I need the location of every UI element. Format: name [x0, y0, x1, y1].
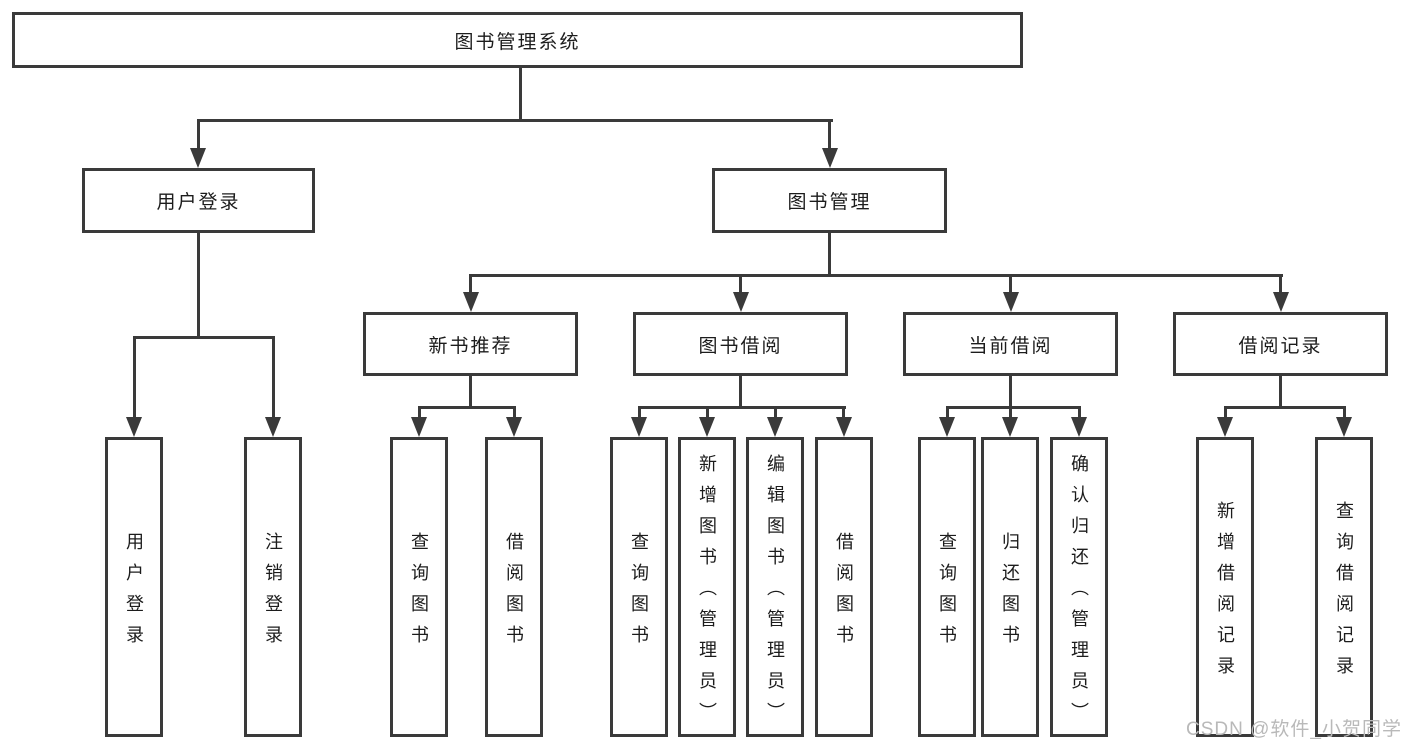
- arrow-down-icon: [463, 292, 479, 312]
- connector-line: [133, 336, 275, 339]
- connector-line: [469, 376, 472, 409]
- connector-line: [272, 336, 275, 419]
- connector-line: [774, 406, 777, 420]
- arrow-down-icon: [1217, 417, 1233, 437]
- connector-line: [828, 233, 831, 277]
- connector-line: [739, 376, 742, 409]
- arrow-down-icon: [1273, 292, 1289, 312]
- arrow-down-icon: [506, 417, 522, 437]
- arrow-down-icon: [699, 417, 715, 437]
- connector-line: [1279, 376, 1282, 409]
- arrow-down-icon: [1071, 417, 1087, 437]
- connector-line: [1009, 376, 1012, 409]
- node-new-book-recommend: 新书推荐: [363, 312, 578, 376]
- node-leaf-add-book-admin: 新增图书（管理员）: [678, 437, 736, 737]
- connector-line: [946, 406, 949, 420]
- node-book-mgmt: 图书管理: [712, 168, 947, 233]
- connector-line: [706, 406, 709, 420]
- node-leaf-confirm-return-admin: 确认归还（管理员）: [1050, 437, 1108, 737]
- connector-line: [1009, 406, 1012, 420]
- connector-line: [418, 406, 421, 420]
- node-leaf-query-books-3: 查询图书: [918, 437, 976, 737]
- arrow-down-icon: [1003, 292, 1019, 312]
- arrow-down-icon: [411, 417, 427, 437]
- node-leaf-return-book: 归还图书: [981, 437, 1039, 737]
- node-leaf-query-borrow-record: 查询借阅记录: [1315, 437, 1373, 737]
- connector-line: [739, 274, 742, 296]
- connector-line: [1224, 406, 1227, 420]
- node-leaf-user-login: 用户登录: [105, 437, 163, 737]
- arrow-down-icon: [1002, 417, 1018, 437]
- arrow-down-icon: [126, 417, 142, 437]
- arrow-down-icon: [631, 417, 647, 437]
- node-borrow-record: 借阅记录: [1173, 312, 1388, 376]
- connector-line: [197, 119, 833, 122]
- node-leaf-add-borrow-record: 新增借阅记录: [1196, 437, 1254, 737]
- arrow-down-icon: [767, 417, 783, 437]
- connector-line: [1343, 406, 1346, 420]
- node-user-login: 用户登录: [82, 168, 315, 233]
- node-leaf-edit-book-admin: 编辑图书（管理员）: [746, 437, 804, 737]
- node-leaf-query-books-2: 查询图书: [610, 437, 668, 737]
- arrow-down-icon: [1336, 417, 1352, 437]
- connector-line: [469, 274, 472, 296]
- node-book-borrow: 图书借阅: [633, 312, 848, 376]
- connector-line: [1009, 274, 1012, 296]
- connector-line: [513, 406, 516, 420]
- node-leaf-query-books-1: 查询图书: [390, 437, 448, 737]
- connector-line: [638, 406, 641, 420]
- node-leaf-logout: 注销登录: [244, 437, 302, 737]
- connector-line: [1078, 406, 1081, 420]
- connector-line: [1279, 274, 1282, 296]
- connector-line: [469, 274, 1283, 277]
- connector-line: [828, 119, 831, 150]
- node-leaf-borrow-books-1: 借阅图书: [485, 437, 543, 737]
- arrow-down-icon: [733, 292, 749, 312]
- connector-line: [133, 336, 136, 419]
- connector-line: [519, 68, 522, 122]
- connector-line: [418, 406, 516, 409]
- arrow-down-icon: [822, 148, 838, 168]
- watermark-text: CSDN @软件_小贺同学: [1186, 719, 1402, 740]
- node-root: 图书管理系统: [12, 12, 1023, 68]
- arrow-down-icon: [939, 417, 955, 437]
- arrow-down-icon: [190, 148, 206, 168]
- arrow-down-icon: [836, 417, 852, 437]
- connector-line: [197, 119, 200, 150]
- connector-line: [197, 233, 200, 339]
- arrow-down-icon: [265, 417, 281, 437]
- node-leaf-borrow-books-2: 借阅图书: [815, 437, 873, 737]
- connector-line: [842, 406, 845, 420]
- connector-line: [946, 406, 1081, 409]
- connector-line: [638, 406, 846, 409]
- node-current-borrow: 当前借阅: [903, 312, 1118, 376]
- connector-line: [1224, 406, 1346, 409]
